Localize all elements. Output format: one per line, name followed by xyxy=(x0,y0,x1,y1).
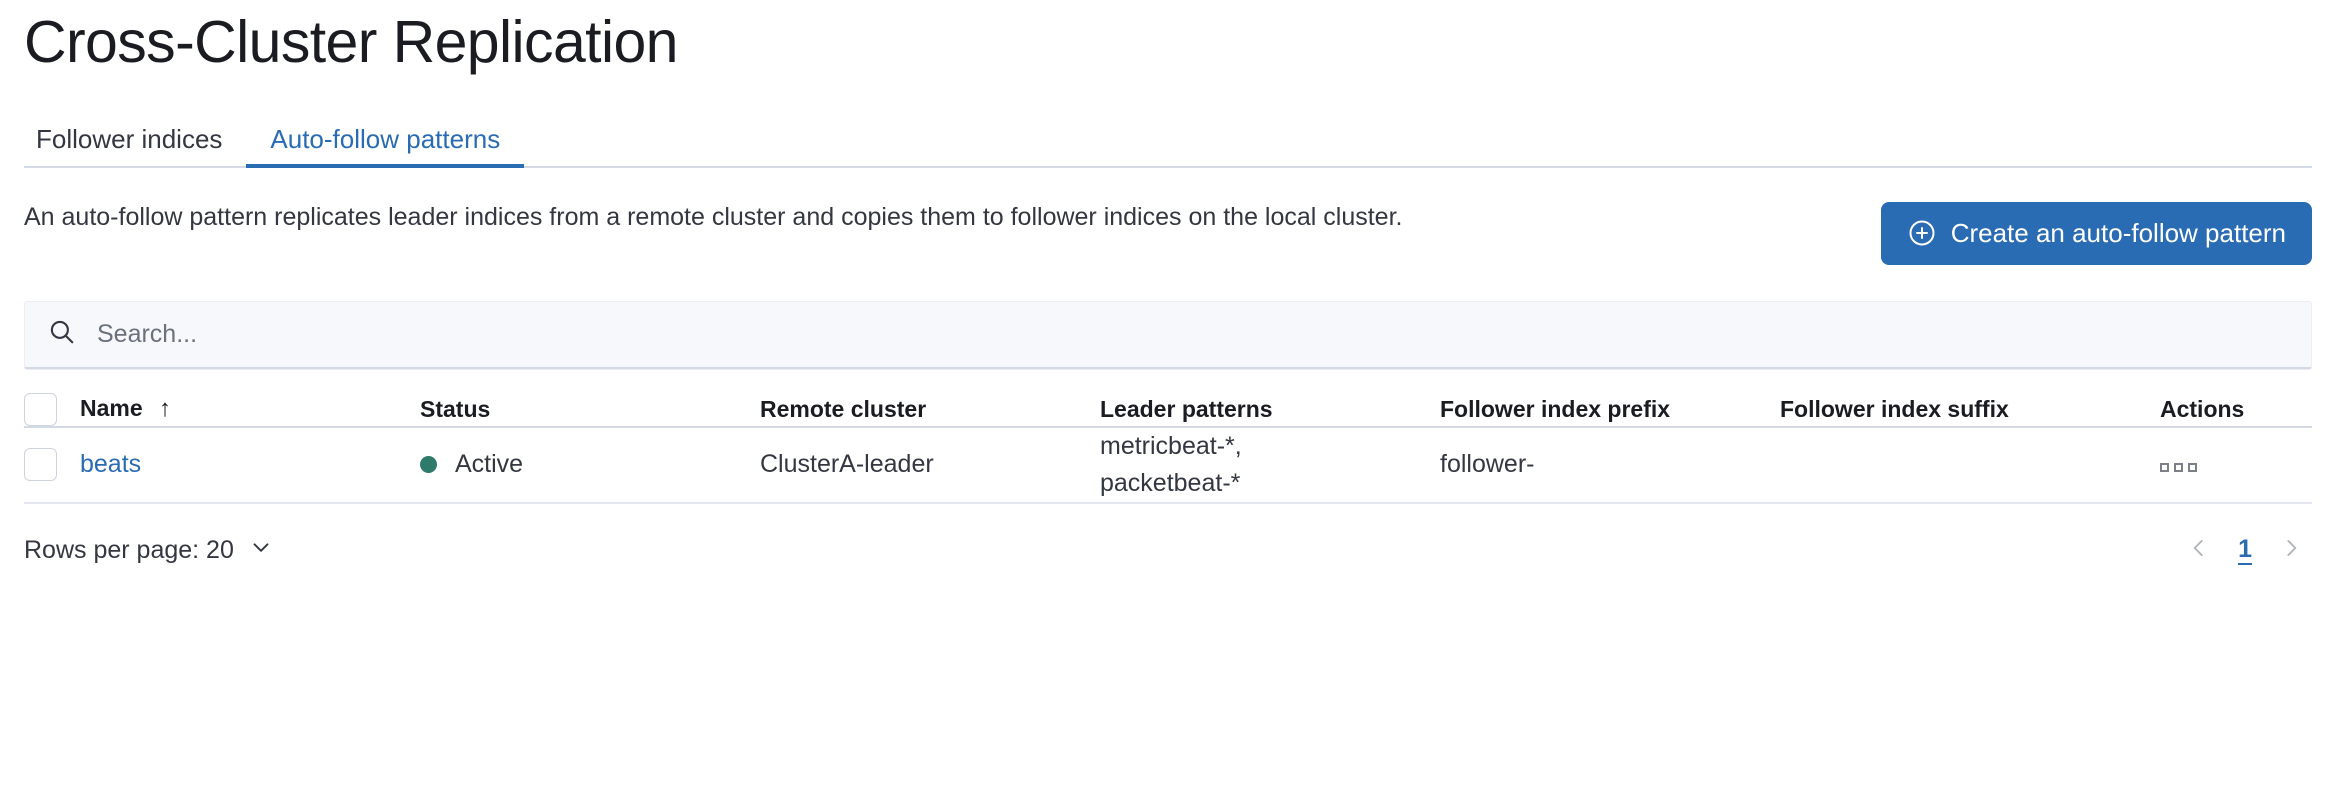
row-status-cell: Active xyxy=(420,427,760,503)
chevron-down-icon xyxy=(248,534,274,567)
column-header-actions: Actions xyxy=(2160,395,2245,422)
pattern-name-link[interactable]: beats xyxy=(80,450,142,479)
row-follower-index-suffix-cell xyxy=(1780,427,2160,503)
table-row: beats Active ClusterA-leader metricbeat-… xyxy=(24,427,2312,503)
row-name-cell: beats xyxy=(80,427,420,503)
row-leader-patterns-cell: metricbeat-*, packetbeat-* xyxy=(1100,431,1242,497)
tab-follower-indices[interactable]: Follower indices xyxy=(36,123,223,154)
row-select-cell xyxy=(24,427,80,503)
row-actions-cell xyxy=(2160,427,2312,503)
select-all-header xyxy=(24,392,80,427)
column-header-follower-index-suffix[interactable]: Follower index suffix xyxy=(1780,395,2009,422)
description-row: An auto-follow pattern replicates leader… xyxy=(24,198,2312,265)
table-footer: Rows per page: 20 1 xyxy=(24,534,2312,567)
search-icon xyxy=(47,317,77,352)
column-header-remote-cluster[interactable]: Remote cluster xyxy=(760,395,927,422)
table-head: Name ↑ Status Remote cluster Leader patt… xyxy=(24,392,2312,427)
search-bar[interactable] xyxy=(24,300,2312,369)
table-header-row: Name ↑ Status Remote cluster Leader patt… xyxy=(24,392,2312,427)
arrow-up-icon: ↑ xyxy=(159,395,172,423)
column-header-status[interactable]: Status xyxy=(420,395,491,422)
tab-bar: Follower indices Auto-follow patterns xyxy=(24,114,2312,168)
pagination: 1 xyxy=(2186,535,2312,566)
select-all-checkbox[interactable] xyxy=(24,392,57,426)
column-header-name[interactable]: Name ↑ xyxy=(80,393,420,427)
page-description: An auto-follow pattern replicates leader… xyxy=(24,202,1403,231)
table-body: beats Active ClusterA-leader metricbeat-… xyxy=(24,427,2312,503)
status-badge: Active xyxy=(455,450,524,479)
page-number-1[interactable]: 1 xyxy=(2238,535,2252,566)
row-remote-cluster-cell: ClusterA-leader xyxy=(760,450,934,479)
page-title: Cross-Cluster Replication xyxy=(24,9,678,75)
boxes-horizontal-icon[interactable] xyxy=(2160,463,2197,473)
plus-in-circle-icon xyxy=(1907,218,1937,248)
rows-per-page-selector[interactable]: Rows per page: 20 xyxy=(24,534,274,567)
search-input[interactable] xyxy=(95,301,2289,367)
create-auto-follow-pattern-button[interactable]: Create an auto-follow pattern xyxy=(1880,201,2312,265)
create-button-label: Create an auto-follow pattern xyxy=(1950,217,2286,248)
column-header-leader-patterns[interactable]: Leader patterns xyxy=(1100,395,1273,422)
rows-per-page-label: Rows per page: 20 xyxy=(24,535,234,564)
column-header-follower-index-prefix[interactable]: Follower index prefix xyxy=(1440,395,1671,422)
row-follower-index-prefix-cell: follower- xyxy=(1440,450,1535,479)
status-dot-icon xyxy=(420,456,437,474)
column-header-name-label: Name xyxy=(80,395,143,422)
chevron-right-icon[interactable] xyxy=(2278,535,2304,566)
tab-auto-follow-patterns[interactable]: Auto-follow patterns xyxy=(246,126,525,168)
chevron-left-icon[interactable] xyxy=(2186,535,2212,566)
auto-follow-patterns-table: Name ↑ Status Remote cluster Leader patt… xyxy=(24,392,2312,504)
row-checkbox[interactable] xyxy=(24,448,57,482)
